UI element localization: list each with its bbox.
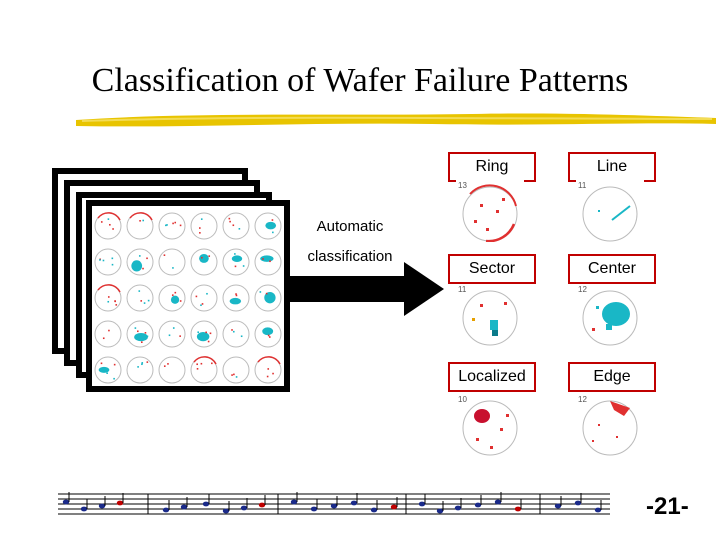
music-note-icon — [474, 502, 482, 508]
music-note-icon — [390, 504, 398, 510]
pattern-label-localized: Localized — [448, 362, 536, 392]
wafer-map-cell — [190, 320, 218, 348]
thumb-index: 10 — [458, 395, 467, 404]
music-note-icon — [290, 499, 298, 505]
wafer-map-cell — [254, 356, 282, 384]
music-note-icon — [594, 507, 602, 513]
wafer-map-cell — [222, 212, 250, 240]
wafer-map-cell — [190, 212, 218, 240]
wafer-map-cell — [222, 320, 250, 348]
right-arrow-icon — [288, 262, 444, 316]
music-note-icon — [162, 507, 170, 513]
pattern-label-edge: Edge — [568, 362, 656, 392]
music-note-icon — [514, 506, 522, 512]
pattern-label-ring: Ring — [448, 152, 536, 182]
wafer-map-cell — [190, 356, 218, 384]
pattern-label-sector: Sector — [448, 254, 536, 284]
wafer-map-cell — [126, 212, 154, 240]
music-note-icon — [418, 501, 426, 507]
music-note-icon — [180, 504, 188, 510]
arrow-label-classification: classification — [307, 248, 393, 265]
wafer-map-cell — [254, 212, 282, 240]
music-note-icon — [116, 500, 124, 506]
wafer-map-cell — [126, 320, 154, 348]
wafer-map-cell — [158, 356, 186, 384]
wafer-map-cell — [94, 320, 122, 348]
wafer-map-cell — [158, 284, 186, 312]
thumb-index: 12 — [578, 285, 587, 294]
wafer-map-cell — [94, 284, 122, 312]
title-underline-brushstroke — [76, 113, 716, 127]
arrow-label-automatic: Automatic — [316, 218, 384, 235]
pattern-label-line: Line — [568, 152, 656, 182]
thumb-index: 11 — [578, 181, 587, 190]
wafer-map-grid — [92, 206, 284, 386]
wafer-map-cell — [222, 284, 250, 312]
music-note-icon — [222, 508, 230, 514]
music-note-icon — [240, 505, 248, 511]
slide-title: Classification of Wafer Failure Patterns — [91, 62, 629, 99]
thumb-index: 12 — [578, 395, 587, 404]
thumb-index: 13 — [458, 181, 467, 190]
wafer-map-cell — [94, 212, 122, 240]
music-note-icon — [330, 503, 338, 509]
pattern-label-center: Center — [568, 254, 656, 284]
wafer-map-cell — [254, 284, 282, 312]
wafer-thumb-ring: 13 — [456, 180, 524, 243]
wafer-thumb-edge: 12 — [576, 394, 644, 456]
wafer-map-cell — [222, 248, 250, 276]
music-note-icon — [454, 505, 462, 511]
wafer-map-cell — [126, 356, 154, 384]
music-note-icon — [436, 508, 444, 514]
thumb-index: 11 — [458, 285, 467, 294]
music-note-icon — [310, 506, 318, 512]
music-note-icon — [62, 499, 70, 505]
wafer-map-cell — [158, 320, 186, 348]
wafer-thumb-line: 11 — [576, 180, 644, 242]
page-number: -21- — [646, 493, 689, 520]
wafer-map-cell — [254, 248, 282, 276]
wafer-map-cell — [158, 248, 186, 276]
wafer-map-cell — [190, 248, 218, 276]
music-note-icon — [350, 500, 358, 506]
wafer-sheet-front — [86, 200, 290, 392]
music-note-icon — [574, 500, 582, 506]
wafer-map-cell — [94, 356, 122, 384]
wafer-map-cell — [222, 356, 250, 384]
music-note-icon — [370, 507, 378, 513]
wafer-map-cell — [126, 248, 154, 276]
music-note-icon — [258, 502, 266, 508]
music-note-icon — [202, 501, 210, 507]
wafer-map-cell — [254, 320, 282, 348]
wafer-map-cell — [126, 284, 154, 312]
music-staff-decoration — [58, 492, 610, 515]
wafer-thumb-center: 12 — [576, 284, 644, 346]
wafer-map-cell — [190, 284, 218, 312]
wafer-thumb-localized: 10 — [456, 394, 524, 456]
wafer-map-cell — [158, 212, 186, 240]
music-note-icon — [554, 503, 562, 509]
music-note-icon — [494, 499, 502, 505]
wafer-map-cell — [94, 248, 122, 276]
music-note-icon — [98, 503, 106, 509]
wafer-thumb-sector: 11 — [456, 284, 524, 346]
music-note-icon — [80, 506, 88, 512]
